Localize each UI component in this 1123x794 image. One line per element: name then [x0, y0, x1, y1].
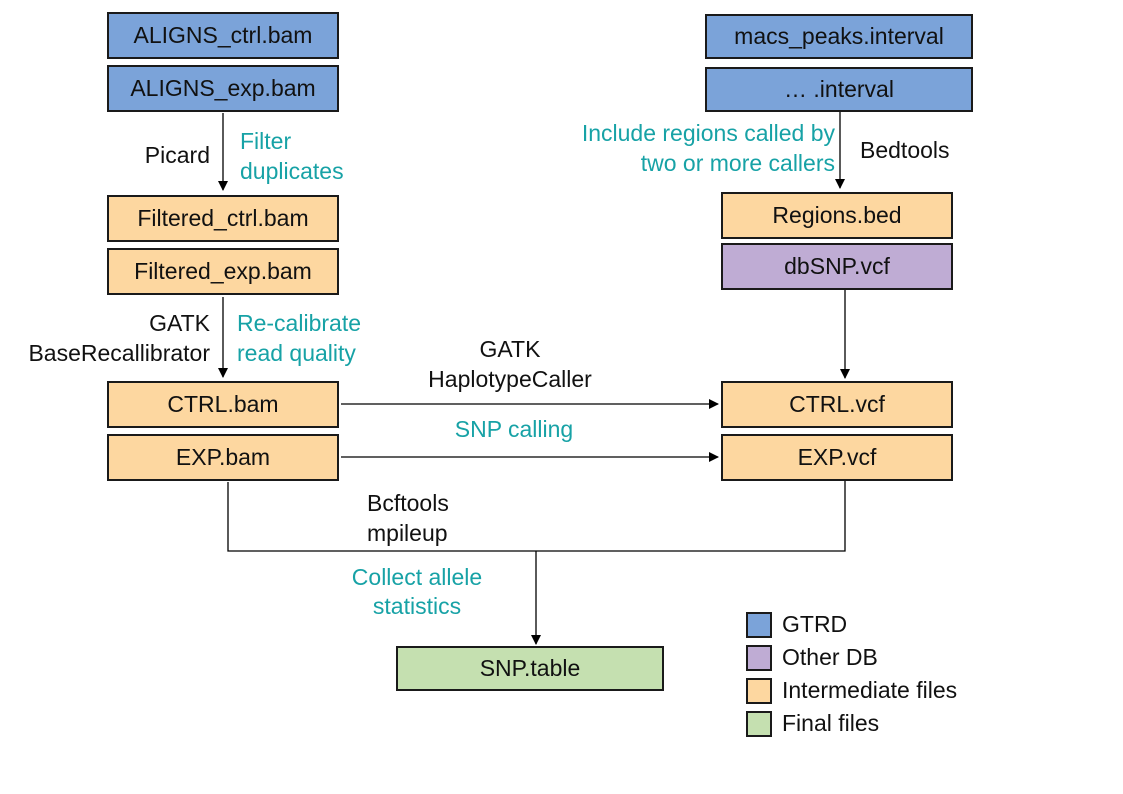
- label-collect-allele-1: Collect allele: [351, 564, 483, 590]
- label-gatk-haplotype-2: HaplotypeCaller: [428, 366, 592, 392]
- legend-swatch-other-db: [746, 644, 772, 671]
- node-exp-bam: EXP.bam: [107, 434, 339, 481]
- node-filtered-ctrl: Filtered_ctrl.bam: [107, 195, 339, 242]
- label-snp-calling: SNP calling: [454, 416, 574, 442]
- node-regions-bed: Regions.bed: [721, 192, 953, 239]
- legend-label-other-db: Other DB: [782, 644, 878, 670]
- label-filter-duplicates-1: Filter: [240, 128, 292, 154]
- label-bcftools-1: Bcftools: [367, 490, 449, 516]
- node-other-interval: … .interval: [705, 67, 973, 112]
- legend: GTRD Other DB Intermediate files Final f…: [746, 611, 1036, 746]
- label-recalibrate-2: read quality: [237, 340, 356, 366]
- node-ctrl-vcf: CTRL.vcf: [721, 381, 953, 428]
- label-include-regions-2: two or more callers: [640, 150, 835, 176]
- node-macs-peaks: macs_peaks.interval: [705, 14, 973, 59]
- legend-item-gtrd: GTRD: [746, 611, 847, 638]
- label-include-regions-1: Include regions called by: [581, 120, 835, 146]
- legend-swatch-intermediate: [746, 677, 772, 704]
- label-filter-duplicates-2: duplicates: [240, 158, 344, 184]
- label-gatk-base-1: GATK: [149, 310, 210, 336]
- label-picard: Picard: [144, 142, 210, 168]
- legend-swatch-final: [746, 710, 772, 737]
- legend-label-intermediate: Intermediate files: [782, 677, 958, 703]
- legend-item-other-db: Other DB: [746, 644, 878, 671]
- legend-swatch-gtrd: [746, 611, 772, 638]
- node-aligns-exp: ALIGNS_exp.bam: [107, 65, 339, 112]
- label-bedtools: Bedtools: [860, 137, 950, 163]
- legend-item-intermediate: Intermediate files: [746, 677, 957, 704]
- label-gatk-base-2: BaseRecallibrator: [28, 340, 210, 366]
- node-aligns-ctrl: ALIGNS_ctrl.bam: [107, 12, 339, 59]
- connector-bcftools-merge: [227, 478, 846, 552]
- node-snp-table: SNP.table: [396, 646, 664, 691]
- label-recalibrate-1: Re-calibrate: [237, 310, 361, 336]
- label-gatk-haplotype-1: GATK: [479, 336, 541, 362]
- label-collect-allele-2: statistics: [372, 593, 462, 619]
- node-filtered-exp: Filtered_exp.bam: [107, 248, 339, 295]
- node-ctrl-bam: CTRL.bam: [107, 381, 339, 428]
- legend-item-final: Final files: [746, 710, 879, 737]
- legend-label-final: Final files: [782, 710, 880, 736]
- node-exp-vcf: EXP.vcf: [721, 434, 953, 481]
- label-bcftools-2: mpileup: [367, 520, 448, 546]
- node-dbsnp-vcf: dbSNP.vcf: [721, 243, 953, 290]
- legend-label-gtrd: GTRD: [782, 611, 848, 637]
